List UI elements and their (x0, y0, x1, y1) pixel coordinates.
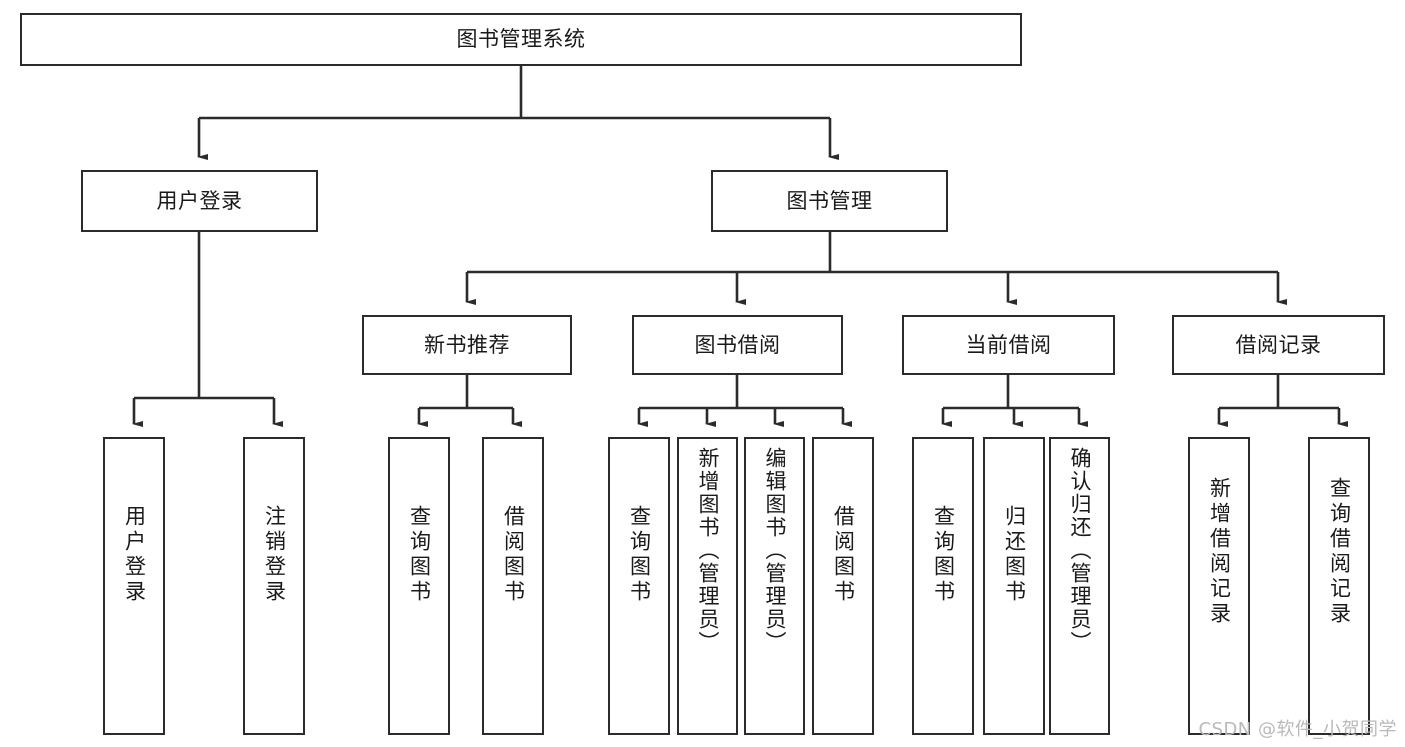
leaf-user-login-label: 用户登录 (122, 505, 147, 605)
node-book-management-label: 图书管理 (786, 188, 873, 213)
leaf-logout-label: 注销登录 (262, 505, 287, 605)
node-book-management[interactable]: 图书管理 (711, 170, 948, 232)
leaf-query-book-current[interactable]: 查询图书 (912, 437, 974, 735)
leaf-logout[interactable]: 注销登录 (243, 437, 305, 735)
leaf-borrow-book-new[interactable]: 借阅图书 (482, 437, 544, 735)
node-current-borrow-label: 当前借阅 (965, 332, 1052, 357)
node-book-borrow-label: 图书借阅 (694, 332, 781, 357)
leaf-query-book-new[interactable]: 查询图书 (388, 437, 450, 735)
node-user-login-label: 用户登录 (156, 188, 243, 213)
leaf-edit-book-admin[interactable]: 编辑图书（管理员） (744, 437, 805, 735)
leaf-return-book[interactable]: 归还图书 (983, 437, 1045, 735)
node-user-login[interactable]: 用户登录 (81, 170, 318, 232)
leaf-add-borrow-record[interactable]: 新增借阅记录 (1188, 437, 1250, 735)
node-root[interactable]: 图书管理系统 (20, 13, 1022, 66)
node-book-borrow[interactable]: 图书借阅 (632, 315, 843, 375)
node-new-book-recommend-label: 新书推荐 (424, 332, 510, 357)
node-current-borrow[interactable]: 当前借阅 (902, 315, 1115, 375)
node-borrow-records-label: 借阅记录 (1235, 332, 1322, 357)
leaf-borrow-book[interactable]: 借阅图书 (812, 437, 874, 735)
csdn-watermark: CSDN @软件_小贺同学 (1198, 719, 1397, 740)
leaf-confirm-return-admin[interactable]: 确认归还（管理员） (1049, 437, 1110, 735)
leaf-query-borrow-record[interactable]: 查询借阅记录 (1308, 437, 1370, 735)
node-root-label: 图书管理系统 (456, 27, 586, 52)
node-borrow-records[interactable]: 借阅记录 (1172, 315, 1385, 375)
leaf-query-book-new-label: 查询图书 (407, 505, 432, 605)
leaf-borrow-book-label: 借阅图书 (831, 505, 856, 605)
leaf-query-borrow-record-label: 查询借阅记录 (1327, 477, 1352, 627)
leaf-add-borrow-record-label: 新增借阅记录 (1207, 477, 1232, 627)
leaf-edit-book-admin-label: 编辑图书（管理员） (763, 447, 787, 654)
leaf-borrow-book-new-label: 借阅图书 (501, 505, 526, 605)
leaf-user-login[interactable]: 用户登录 (103, 437, 165, 735)
leaf-return-book-label: 归还图书 (1002, 505, 1027, 605)
leaf-confirm-return-admin-label: 确认归还（管理员） (1068, 447, 1092, 654)
leaf-query-book-current-label: 查询图书 (931, 505, 956, 605)
leaf-query-book-borrow-label: 查询图书 (627, 505, 652, 605)
leaf-add-book-admin-label: 新增图书（管理员） (696, 447, 720, 654)
leaf-query-book-borrow[interactable]: 查询图书 (608, 437, 670, 735)
leaf-add-book-admin[interactable]: 新增图书（管理员） (677, 437, 738, 735)
node-new-book-recommend[interactable]: 新书推荐 (362, 315, 572, 375)
